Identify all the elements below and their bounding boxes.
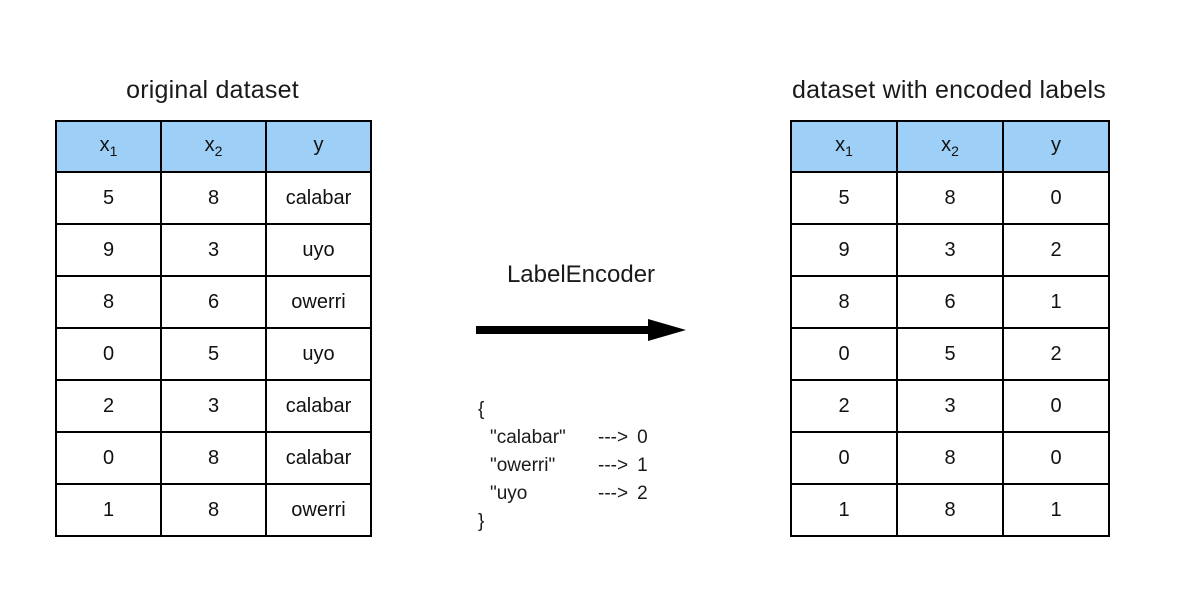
table-cell: 8 xyxy=(55,275,162,329)
table-cell: 1 xyxy=(1002,483,1110,537)
header-cell-y: y xyxy=(265,120,372,173)
mapping-value: 1 xyxy=(637,455,648,476)
table-header-row: x1 x2 y xyxy=(790,120,1110,173)
mapping-key: "calabar" xyxy=(490,427,566,448)
table-cell: 8 xyxy=(896,171,1004,225)
table-cell: 6 xyxy=(160,275,267,329)
table-cell: 5 xyxy=(160,327,267,381)
table-cell: 5 xyxy=(55,171,162,225)
table-cell: 2 xyxy=(1002,223,1110,277)
mapping-arrow: ---> xyxy=(598,427,629,448)
table-cell: 8 xyxy=(160,431,267,485)
mapping-arrow: ---> xyxy=(598,483,629,504)
table-cell: owerri xyxy=(265,275,372,329)
table-cell: 3 xyxy=(160,379,267,433)
table-cell: 6 xyxy=(896,275,1004,329)
mapping-close-brace: } xyxy=(478,511,485,532)
original-dataset-title: original dataset xyxy=(126,76,299,104)
mapping-value: 2 xyxy=(637,483,648,504)
header-cell-y: y xyxy=(1002,120,1110,173)
table-cell: 0 xyxy=(1002,379,1110,433)
mapping-arrow: ---> xyxy=(598,455,629,476)
table-cell: 0 xyxy=(790,431,898,485)
table-cell: 0 xyxy=(790,327,898,381)
table-cell: 1 xyxy=(790,483,898,537)
mapping-entry-calabar: "calabar" ---> 0 xyxy=(490,424,648,452)
table-cell: 2 xyxy=(55,379,162,433)
table-cell: 5 xyxy=(896,327,1004,381)
table-cell: 3 xyxy=(160,223,267,277)
table-cell: 0 xyxy=(1002,431,1110,485)
table-cell: 5 xyxy=(790,171,898,225)
table-cell: 0 xyxy=(55,431,162,485)
table-cell: 0 xyxy=(55,327,162,381)
table-cell: 2 xyxy=(790,379,898,433)
mapping-entry-uyo: "uyo ---> 2 xyxy=(490,480,648,508)
table-cell: 1 xyxy=(55,483,162,537)
table-cell: uyo xyxy=(265,223,372,277)
header-cell-x2: x2 xyxy=(160,120,267,173)
table-cell: 8 xyxy=(160,483,267,537)
table-header-row: x1 x2 y xyxy=(55,120,372,173)
header-cell-x1: x1 xyxy=(55,120,162,173)
table-cell: 9 xyxy=(790,223,898,277)
mapping-open-brace: { xyxy=(478,399,485,420)
label-encoder-caption: LabelEncoder xyxy=(506,261,656,288)
encoded-dataset-title: dataset with encoded labels xyxy=(792,76,1106,104)
table-cell: calabar xyxy=(265,171,372,225)
table-cell: owerri xyxy=(265,483,372,537)
right-arrow-icon xyxy=(476,319,686,341)
table-cell: calabar xyxy=(265,431,372,485)
table-cell: 2 xyxy=(1002,327,1110,381)
table-cell: calabar xyxy=(265,379,372,433)
table-cell: 8 xyxy=(896,431,1004,485)
mapping-key: "owerri" xyxy=(490,455,556,476)
mapping-key: "uyo xyxy=(490,483,528,504)
header-cell-x1: x1 xyxy=(790,120,898,173)
table-cell: 9 xyxy=(55,223,162,277)
encoding-mapping-block: { "calabar" ---> 0 "owerri" ---> 1 "uyo … xyxy=(478,396,648,536)
table-cell: 8 xyxy=(160,171,267,225)
table-cell: 1 xyxy=(1002,275,1110,329)
table-cell: 8 xyxy=(896,483,1004,537)
mapping-value: 0 xyxy=(637,427,648,448)
table-cell: uyo xyxy=(265,327,372,381)
table-cell: 8 xyxy=(790,275,898,329)
table-cell: 3 xyxy=(896,379,1004,433)
mapping-entry-owerri: "owerri" ---> 1 xyxy=(490,452,648,480)
table-cell: 3 xyxy=(896,223,1004,277)
table-cell: 0 xyxy=(1002,171,1110,225)
header-cell-x2: x2 xyxy=(896,120,1004,173)
